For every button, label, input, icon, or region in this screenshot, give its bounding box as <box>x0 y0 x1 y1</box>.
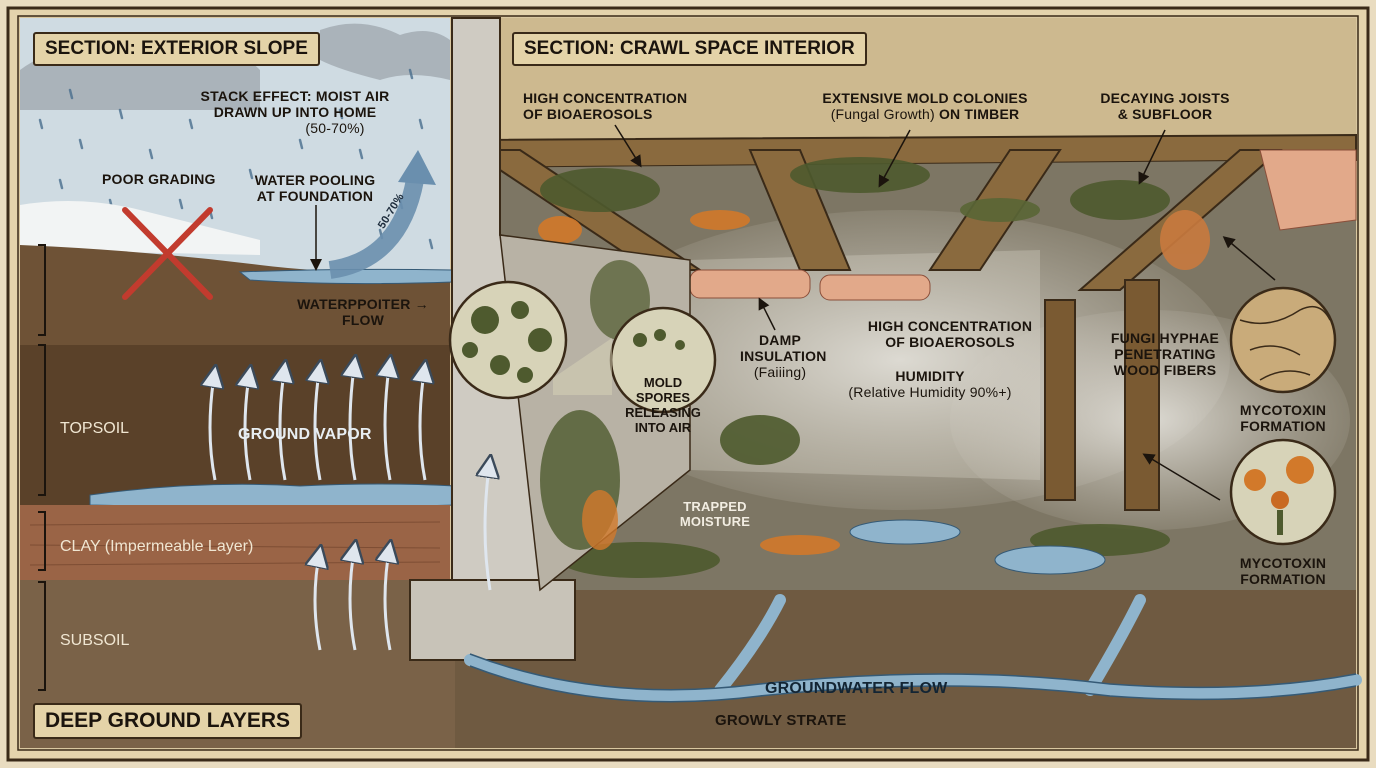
poor-grading-label: POOR GRADING <box>102 171 216 187</box>
floor-puddles <box>849 519 1106 575</box>
storm-cloud-right <box>320 23 450 81</box>
groundwater-stream <box>464 594 1362 702</box>
waterpoiter-line-2: FLOW <box>341 312 384 329</box>
fungi-hyphae-line-2: PENETRATING <box>1114 346 1216 363</box>
mold-colonies-label: EXTENSIVE MOLD COLONIES (Fungal Growth) … <box>800 90 1050 122</box>
decaying-joists-label: DECAYING JOISTS & SUBFLOOR <box>1100 90 1230 122</box>
stack-arrow-head <box>398 150 436 185</box>
growly-strate-label: GROWLY STRATE <box>715 712 847 729</box>
vapor-arrows <box>210 360 490 651</box>
stack-effect-label: STACK EFFECT: MOIST AIR DRAWN UP INTO HO… <box>195 88 395 136</box>
humidity-line-2: (Relative Humidity 90%+) <box>848 384 1012 401</box>
bioaerosols-top-line-1: HIGH CONCENTRATION <box>523 90 688 106</box>
stack-effect-line-1: STACK EFFECT: MOIST AIR <box>200 88 390 104</box>
humidity-line-1: HUMIDITY <box>895 368 965 384</box>
hyphae-lines <box>1239 305 1331 381</box>
support-posts <box>1044 279 1160 511</box>
waterpoiter-flow-label: WATERPPOITER → FLOW <box>283 296 443 328</box>
fungi-hyphae-label: FUNGI HYPHAE PENETRATING WOOD FIBERS <box>1095 330 1235 378</box>
fungi-hyphae-line-3: WOOD FIBERS <box>1113 362 1217 379</box>
water-pooling-line-1: WATER POOLING <box>254 172 376 188</box>
mycotoxin-label-1: MYCOTOXIN FORMATION <box>1228 402 1338 434</box>
trapped-moisture-line-1: TRAPPED <box>683 499 747 514</box>
section-deep-title: DEEP GROUND LAYERS <box>33 703 303 739</box>
mold-colonies <box>538 157 1210 578</box>
damp-insulation-label: DAMP INSULATION (Faiiing) <box>740 332 827 381</box>
mold-colonies-line-2: (Fungal Growth) <box>830 106 935 123</box>
damp-insulation-line-1: DAMP <box>758 332 802 348</box>
section-exterior-title: SECTION: EXTERIOR SLOPE <box>33 32 320 66</box>
mold-spores-line-1: MOLD SPORES <box>635 375 691 405</box>
surface-soil <box>20 245 450 350</box>
mold-spores-line-2: RELEASING <box>625 404 701 420</box>
mycotoxin-label-2: MYCOTOXIN FORMATION <box>1228 555 1338 587</box>
mycotoxin-2-line-2: FORMATION <box>1240 571 1326 588</box>
stack-effect-line-3: (50-70%) <box>305 120 365 137</box>
stack-effect-line-2: DRAWN UP INTO HOME <box>213 104 377 121</box>
decaying-joists-line-2: & SUBFLOOR <box>1117 106 1213 123</box>
mycotoxin-blobs <box>1244 456 1314 535</box>
mold-spores-line-3: INTO AIR <box>634 419 692 435</box>
bioaerosols-mid-line-1: HIGH CONCENTRATION <box>867 318 1033 334</box>
fungi-hyphae-line-1: FUNGI HYPHAE <box>1110 330 1220 346</box>
layer-brackets <box>38 244 46 691</box>
mold-spores-label: MOLD SPORES RELEASING INTO AIR <box>618 375 708 436</box>
stack-arrow <box>328 178 424 279</box>
crawl-floor-soil <box>455 581 1356 748</box>
mycotoxin-1-line-1: MYCOTOXIN <box>1239 402 1327 418</box>
section-interior-title: SECTION: CRAWL SPACE INTERIOR <box>512 32 867 66</box>
groundwater-flow-label: GROUNDWATER FLOW <box>765 680 948 697</box>
decaying-joists-line-1: DECAYING JOISTS <box>1100 90 1230 106</box>
insulation <box>689 149 1357 301</box>
water-pooling-label: WATER POOLING AT FOUNDATION <box>250 172 380 204</box>
bioaerosols-mid-label: HIGH CONCENTRATION OF BIOAEROSOLS <box>850 318 1050 350</box>
ground-vapor-label: GROUND VAPOR <box>238 426 372 443</box>
mycotoxin-2-line-1: MYCOTOXIN <box>1239 555 1327 571</box>
bioaerosols-top-label: HIGH CONCENTRATION OF BIOAEROSOLS <box>523 90 687 122</box>
damp-insulation-line-2: INSULATION <box>740 348 827 365</box>
trapped-moisture-label: TRAPPED MOISTURE <box>670 499 760 530</box>
mold-colonies-line-3: ON TIMBER <box>938 106 1020 123</box>
subsoil-label: SUBSOIL <box>60 632 130 649</box>
humidity-label: HUMIDITY (Relative Humidity 90%+) <box>830 368 1030 400</box>
damp-insulation-line-3: (Faiiing) <box>753 364 807 381</box>
bioaerosols-top-line-2: OF BIOAEROSOLS <box>523 106 653 123</box>
mycotoxin-1-line-2: FORMATION <box>1240 418 1326 435</box>
clay-label: CLAY (Impermeable Layer) <box>60 538 254 555</box>
topsoil-label: TOPSOIL <box>60 420 130 437</box>
poor-grading-x-icon <box>122 207 213 300</box>
trapped-moisture-line-2: MOISTURE <box>679 513 751 529</box>
waterpoiter-line-1: WATERPPOITER → <box>297 296 429 312</box>
footing <box>409 579 576 661</box>
water-pooling-line-2: AT FOUNDATION <box>256 188 374 205</box>
spore-dots <box>462 301 685 383</box>
mold-colonies-line-1: EXTENSIVE MOLD COLONIES <box>822 90 1028 106</box>
callout-arrows <box>310 124 1276 501</box>
bioaerosols-mid-line-2: OF BIOAEROSOLS <box>885 334 1015 351</box>
groundwater-stream-edge <box>469 653 1357 703</box>
